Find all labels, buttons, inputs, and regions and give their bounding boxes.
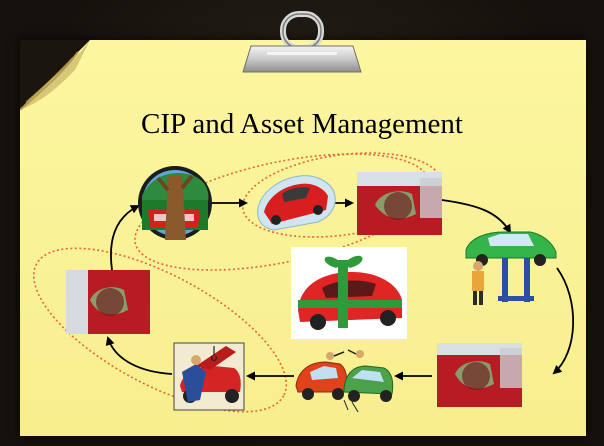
arrow-mechanic-to-money [105, 336, 173, 375]
gift-car-icon [291, 247, 407, 339]
money-tank-icon [66, 270, 150, 334]
car-lift-icon [465, 231, 557, 305]
paper-curl-icon [20, 40, 90, 110]
arrow-money-to-tree [110, 205, 140, 271]
arrow-lift-to-money [552, 267, 575, 375]
tree-crash-icon [138, 166, 212, 240]
money-tank-icon [437, 343, 522, 407]
car-collision-icon [295, 349, 394, 413]
mechanic-icon [173, 342, 245, 411]
slide-title: CIP and Asset Management [141, 108, 463, 140]
money-tank-icon [357, 172, 442, 235]
lower-left-dotted-loop [32, 247, 288, 413]
red-car-icon [257, 175, 336, 231]
arrow-money-to-lift [441, 199, 512, 234]
paperclip-icon [242, 11, 362, 73]
